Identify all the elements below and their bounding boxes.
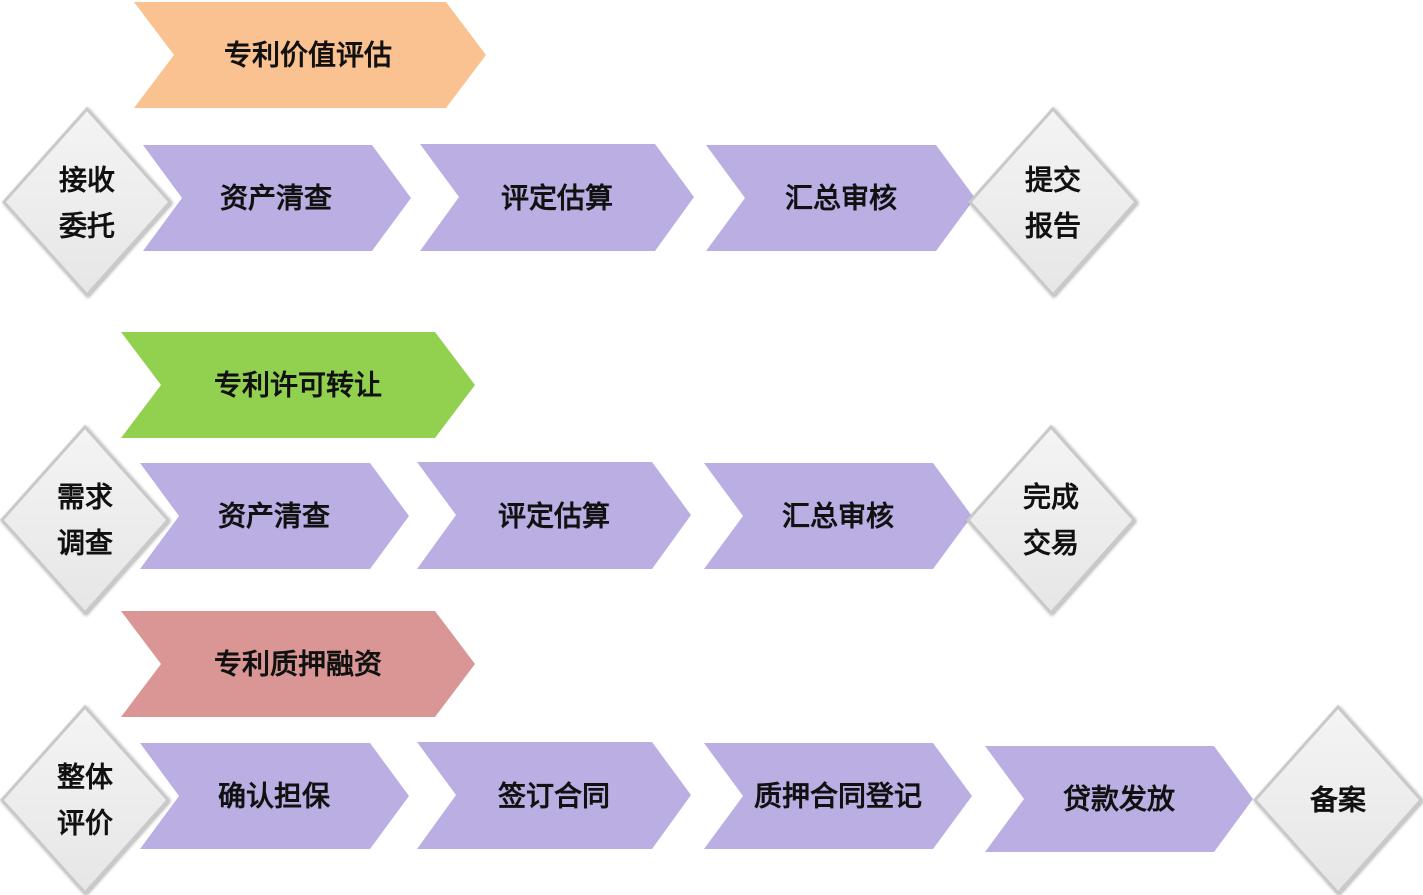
step-row3-2-label: 签订合同: [498, 780, 610, 813]
start-diamond-row1-shape: [1, 106, 173, 298]
step-row3-1-label: 确认担保: [218, 780, 331, 813]
end-diamond-row2-line1: 完成: [1023, 481, 1079, 514]
step-row2-1-label: 资产清查: [218, 500, 330, 533]
step-row2-3-label: 汇总审核: [782, 500, 894, 533]
end-diamond-row3: 备案: [1252, 704, 1423, 895]
step-row3-1-shape: [140, 743, 409, 849]
step-row2-3-shape: [704, 463, 972, 569]
step-row2-2-label: 评定估算: [498, 500, 610, 533]
banner-license-shape: [121, 332, 475, 438]
step-row1-3: 汇总审核: [706, 145, 975, 251]
step-row3-4-label: 贷款发放: [1063, 783, 1176, 816]
step-row3-4-shape: [985, 746, 1253, 852]
step-row3-1: 确认担保: [140, 743, 409, 849]
start-diamond-row3-line2: 评价: [57, 807, 114, 840]
step-row2-1: 资产清查: [140, 463, 409, 569]
end-diamond-row3-shape: [1252, 704, 1423, 895]
step-row1-2-label: 评定估算: [501, 182, 613, 215]
start-diamond-row2-line2: 调查: [57, 527, 113, 560]
step-row1-2: 评定估算: [420, 144, 694, 251]
end-diamond-row1-line2: 报告: [1025, 210, 1081, 243]
start-diamond-row2-shape: [0, 424, 171, 616]
step-row3-2: 签订合同: [417, 742, 691, 849]
step-row2-2: 评定估算: [417, 462, 691, 569]
step-row3-2-shape: [417, 742, 691, 849]
row-license: 专利许可转让 需求 调查 资产清查 评定估算 汇总审核 完成: [0, 332, 1137, 616]
step-row1-1-label: 资产清查: [220, 182, 332, 215]
end-diamond-row2-line2: 交易: [1023, 527, 1079, 560]
start-diamond-row3: 整体 评价: [0, 704, 171, 895]
row-pledge: 专利质押融资 整体 评价 确认担保 签订合同 质押合同登记 贷款发放: [0, 611, 1423, 895]
step-row2-3: 汇总审核: [704, 463, 972, 569]
end-diamond-row2-shape: [965, 424, 1137, 616]
step-row3-3-label: 质押合同登记: [754, 780, 922, 813]
step-row1-3-label: 汇总审核: [785, 182, 897, 215]
start-diamond-row3-shape: [0, 704, 171, 895]
start-diamond-row1-line2: 委托: [58, 210, 115, 243]
banner-pledge: 专利质押融资: [121, 611, 475, 717]
start-diamond-row2-line1: 需求: [57, 481, 113, 514]
banner-valuation: 专利价值评估: [134, 2, 486, 108]
end-diamond-row1-line1: 提交: [1025, 164, 1081, 197]
end-diamond-row2: 完成 交易: [965, 424, 1137, 616]
start-diamond-row1-line1: 接收: [59, 164, 115, 197]
end-diamond-row1: 提交 报告: [967, 106, 1139, 298]
step-row1-2-shape: [420, 144, 694, 251]
step-row1-1-shape: [143, 145, 411, 251]
start-diamond-row2: 需求 调查: [0, 424, 171, 616]
step-row3-3: 质押合同登记: [704, 743, 972, 849]
step-row1-1: 资产清查: [143, 145, 411, 251]
row-valuation: 专利价值评估 接收 委托 资产清查 评定估算 汇总审核 提交: [1, 2, 1139, 298]
step-row1-3-shape: [706, 145, 975, 251]
banner-license-label: 专利许可转让: [214, 369, 382, 402]
step-row3-4: 贷款发放: [985, 746, 1253, 852]
start-diamond-row3-line1: 整体: [57, 761, 114, 794]
step-row3-3-shape: [704, 743, 972, 849]
banner-pledge-label: 专利质押融资: [214, 648, 382, 681]
step-row2-1-shape: [140, 463, 409, 569]
end-diamond-row1-shape: [967, 106, 1139, 298]
banner-valuation-shape: [134, 2, 486, 108]
banner-license: 专利许可转让: [121, 332, 475, 438]
end-diamond-row3-line1: 备案: [1309, 784, 1367, 817]
step-row2-2-shape: [417, 462, 691, 569]
banner-pledge-shape: [121, 611, 475, 717]
start-diamond-row1: 接收 委托: [1, 106, 173, 298]
banner-valuation-label: 专利价值评估: [224, 39, 392, 72]
